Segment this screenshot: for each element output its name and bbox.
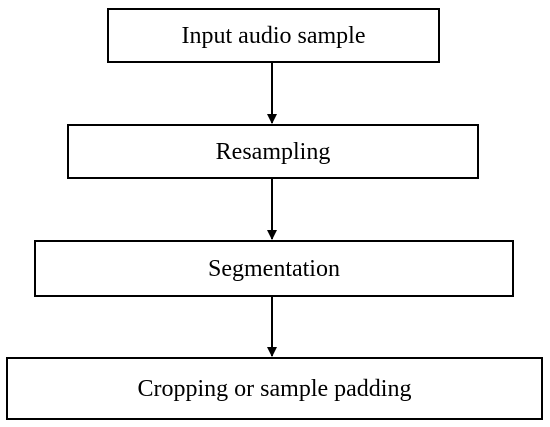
step-resampling: Resampling — [67, 124, 479, 179]
step-label: Cropping or sample padding — [137, 375, 412, 402]
step-cropping-or-sample-padding: Cropping or sample padding — [6, 357, 543, 420]
step-label: Input audio sample — [181, 22, 366, 49]
step-input-audio-sample: Input audio sample — [107, 8, 440, 63]
step-segmentation: Segmentation — [34, 240, 514, 297]
step-label: Segmentation — [208, 255, 340, 282]
step-label: Resampling — [215, 138, 331, 165]
